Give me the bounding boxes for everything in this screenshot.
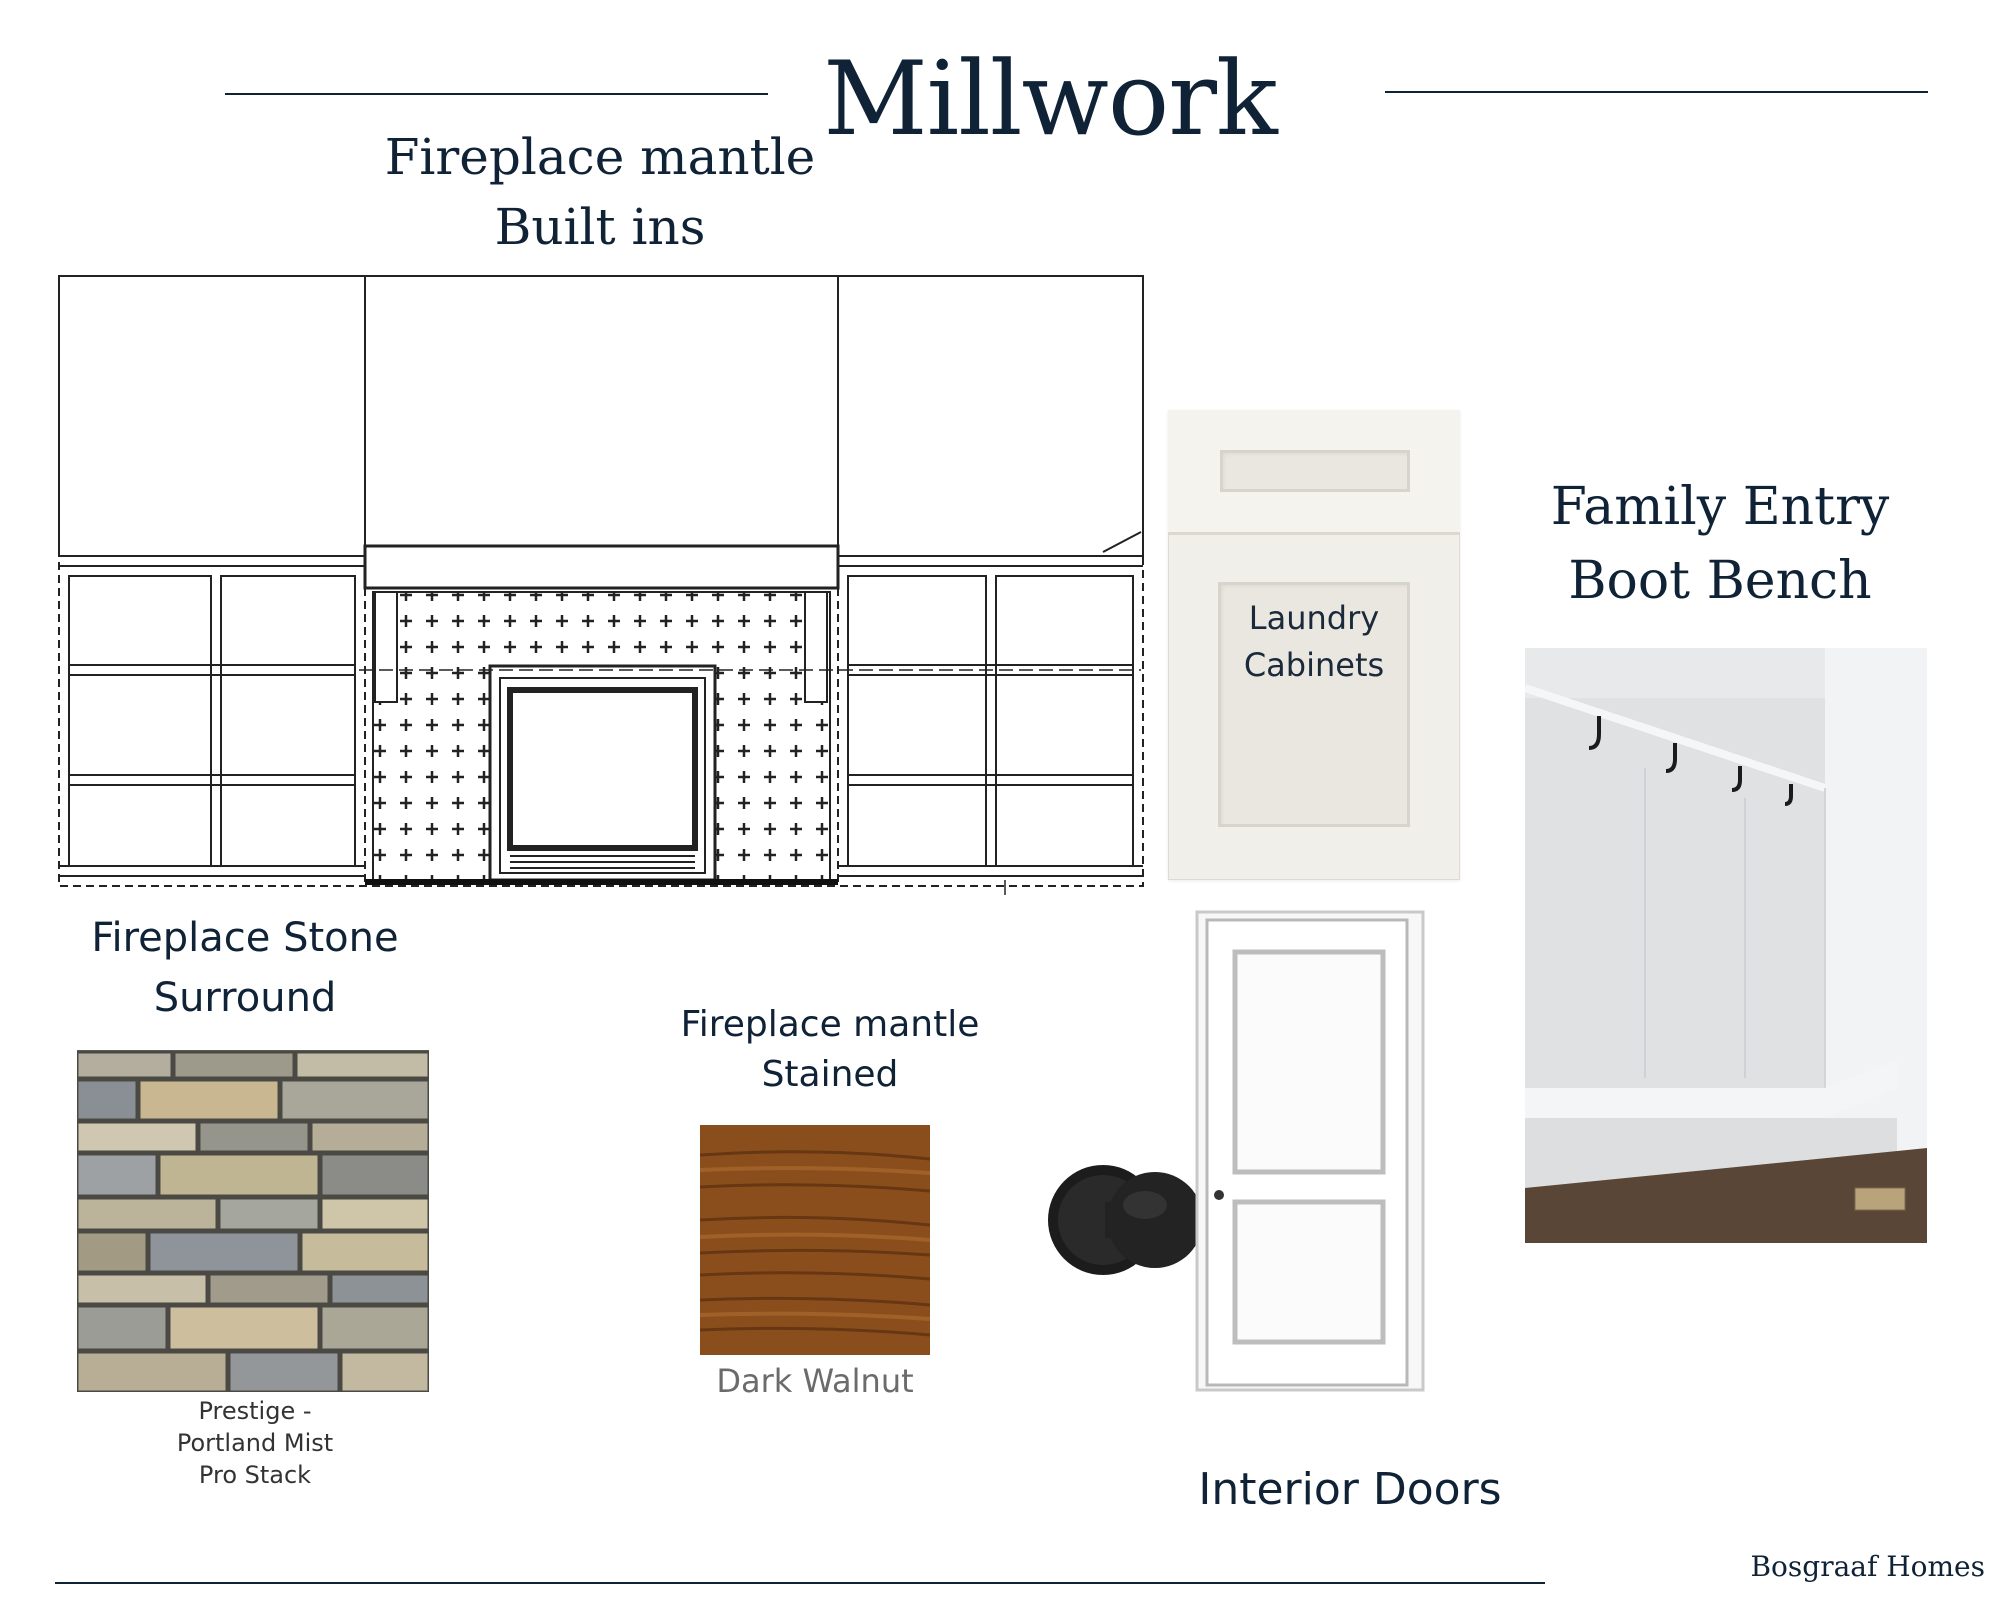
walnut-swatch-label: Dark Walnut: [716, 1362, 914, 1400]
boot-bench-photo: [1525, 648, 1927, 1243]
laundry-cabinet-door: [1168, 410, 1460, 880]
laundry-line1: Laundry: [1248, 599, 1380, 637]
family-entry-label: Family Entry Boot Bench: [1500, 470, 1940, 618]
family-entry-line2: Boot Bench: [1568, 551, 1872, 611]
mantle-stain-label: Fireplace mantle Stained: [640, 1000, 1020, 1100]
fireplace-builtins-label: Fireplace mantle Built ins: [360, 122, 840, 262]
title-rule-left: [225, 93, 768, 95]
mantle-stain-line2: Stained: [761, 1054, 899, 1095]
footer-rule: [55, 1582, 1545, 1584]
stone-caption: Prestige - Portland Mist Pro Stack: [120, 1395, 390, 1491]
title-rule-right: [1385, 91, 1928, 93]
interior-door-image: [1195, 910, 1425, 1392]
laundry-line2: Cabinets: [1243, 646, 1385, 684]
walnut-swatch: [700, 1125, 930, 1355]
stone-caption-line1: Prestige -: [198, 1397, 312, 1425]
stone-caption-line3: Pro Stack: [198, 1461, 312, 1489]
stone-swatch: [77, 1050, 429, 1392]
fireplace-elevation-drawing: [58, 275, 1144, 895]
fireplace-builtins-line1: Fireplace mantle: [384, 128, 816, 186]
fireplace-builtins-line2: Built ins: [494, 198, 706, 256]
laundry-cabinets-label: Laundry Cabinets: [1168, 595, 1460, 689]
stone-caption-line2: Portland Mist: [176, 1429, 334, 1457]
coat-hook-icon: [1588, 716, 1793, 806]
door-knob-icon: [1048, 1165, 1203, 1275]
interior-doors-label: Interior Doors: [1198, 1464, 1502, 1515]
brand-name: Bosgraaf Homes: [1750, 1550, 1985, 1583]
family-entry-line1: Family Entry: [1550, 477, 1890, 537]
page-title: Millwork: [823, 40, 1278, 159]
fireplace-stone-label: Fireplace Stone Surround: [60, 908, 430, 1028]
fireplace-stone-line1: Fireplace Stone: [91, 915, 399, 961]
fireplace-stone-line2: Surround: [153, 975, 337, 1021]
mantle-stain-line1: Fireplace mantle: [680, 1004, 980, 1045]
